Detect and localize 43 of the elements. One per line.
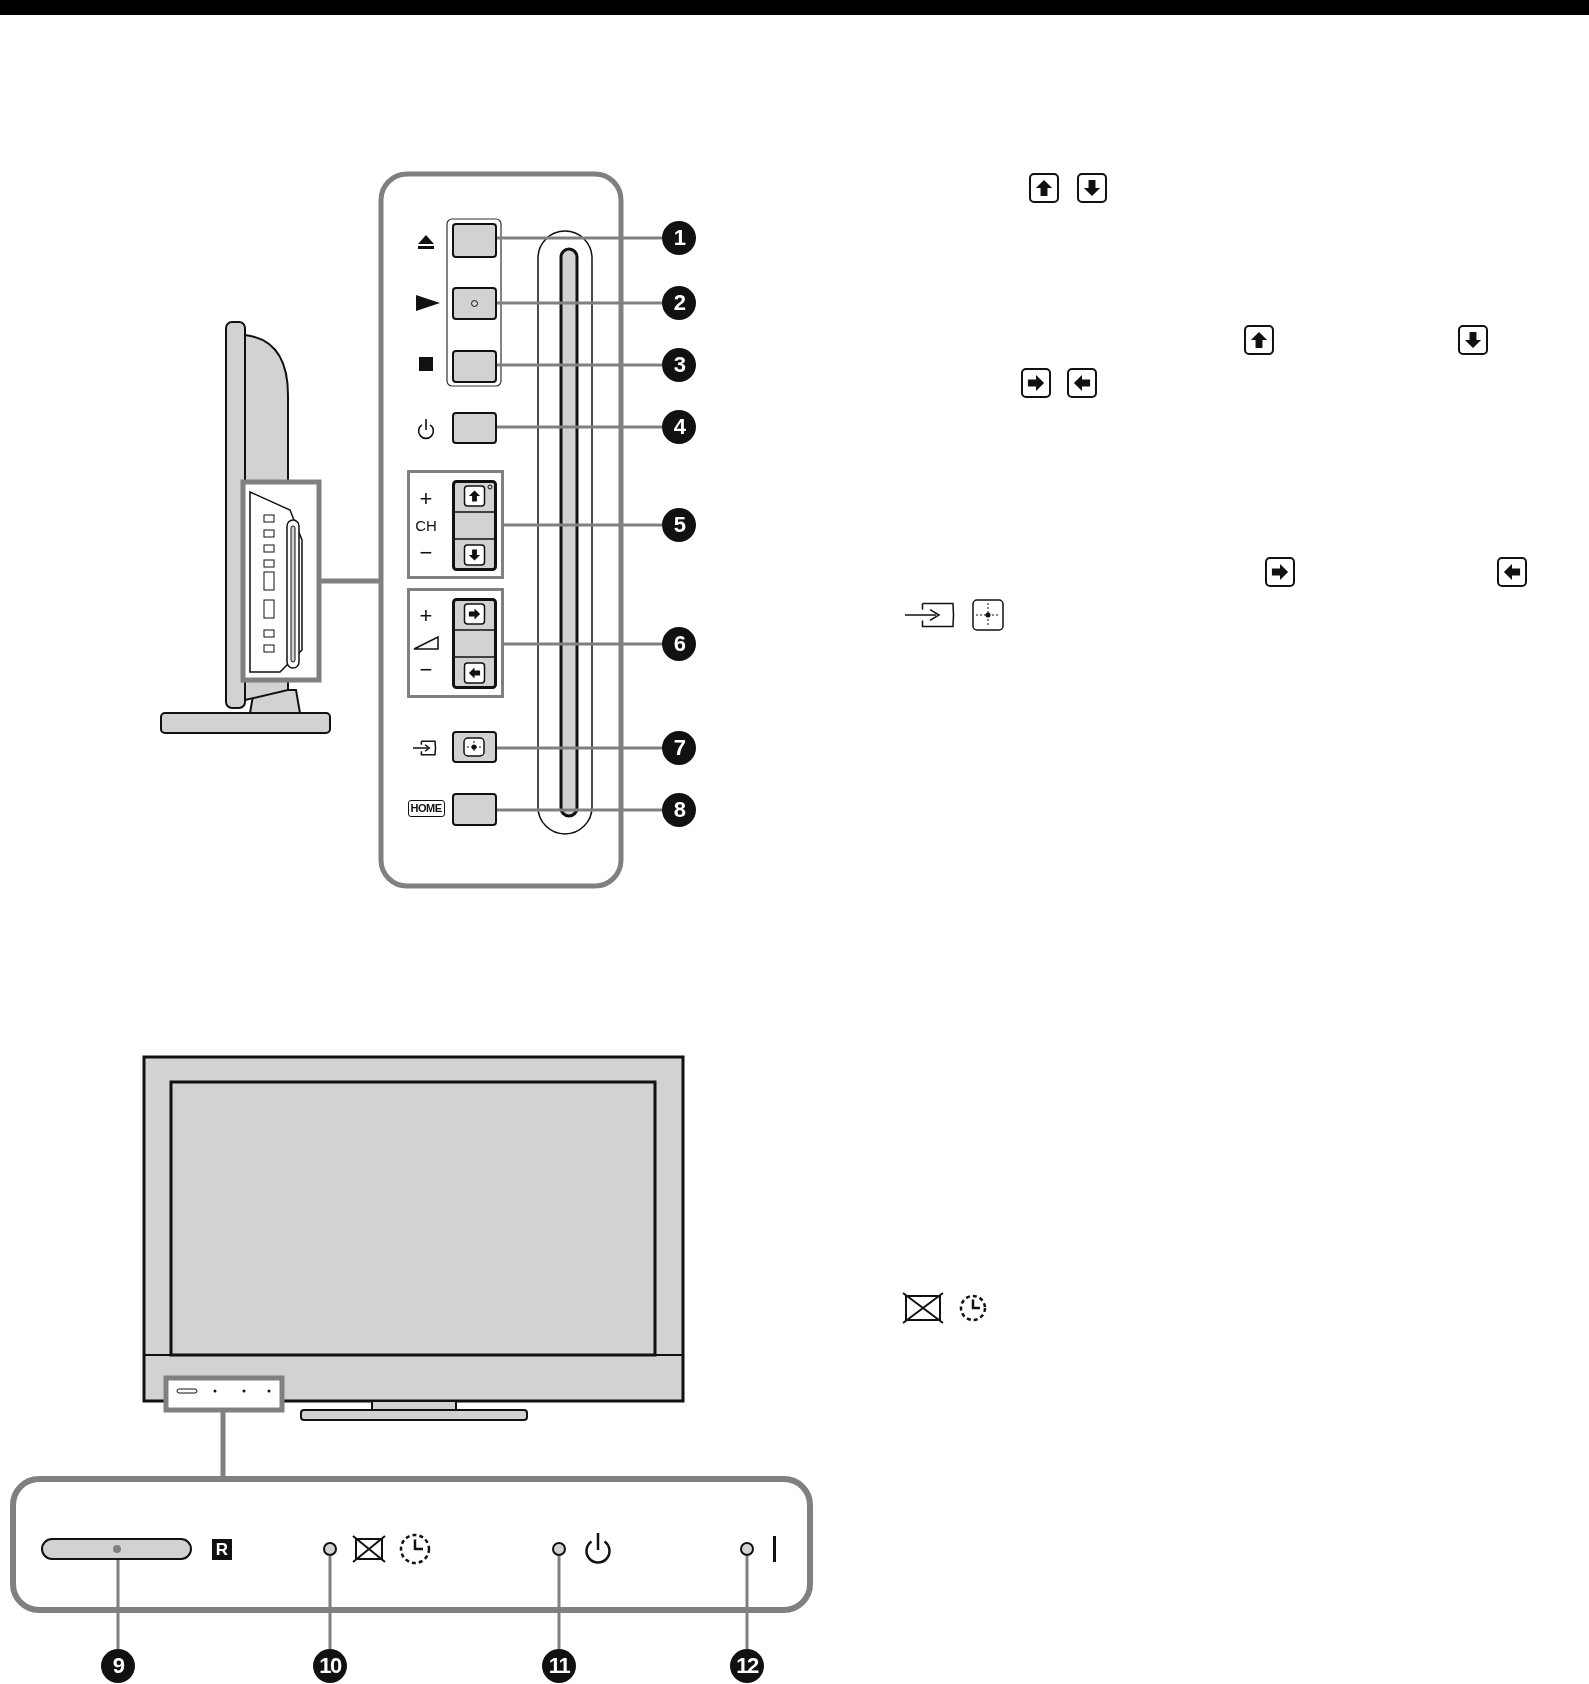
callout-number: 7 (662, 731, 696, 765)
leader-line (745, 1556, 749, 1649)
control-button (452, 223, 497, 258)
control-button (452, 350, 497, 383)
leader-line (328, 1556, 332, 1649)
indicator-led (552, 1542, 566, 1556)
leader-line (504, 642, 662, 646)
callout-number: 8 (662, 793, 696, 827)
plus-sign: + (419, 605, 433, 627)
leader-line (504, 523, 662, 527)
leader-line (497, 301, 662, 305)
minus-sign: − (419, 659, 433, 681)
callout-number: 11 (542, 1649, 576, 1683)
channel-label: CH (415, 517, 437, 533)
leader-line (557, 1556, 561, 1649)
leader-line (497, 236, 662, 240)
callout-number: 12 (730, 1649, 764, 1683)
indicator-led (740, 1542, 754, 1556)
control-button (452, 793, 497, 826)
leader-line (116, 1560, 120, 1649)
indicator-led (323, 1542, 337, 1556)
control-button (452, 412, 497, 444)
callout-number: 10 (313, 1649, 347, 1683)
sensor-bar (41, 1538, 192, 1560)
callout-number: 5 (662, 508, 696, 542)
leader-line (497, 363, 662, 367)
callout-number: 2 (662, 286, 696, 320)
leader-line (497, 425, 662, 429)
callout-number: 6 (662, 627, 696, 661)
home-label: HOME (407, 799, 445, 817)
leader-line (497, 808, 662, 812)
callout-number: 1 (662, 221, 696, 255)
callout-number: 3 (662, 348, 696, 382)
control-button (452, 731, 497, 763)
leader-line (497, 746, 662, 750)
minus-sign: − (419, 542, 433, 564)
control-button (452, 287, 497, 320)
callout-number: 4 (662, 410, 696, 444)
button-group-frame (407, 588, 504, 698)
remote-sensor-mark: R (211, 1538, 233, 1560)
callout-number: 9 (101, 1649, 135, 1683)
button-group-frame (407, 470, 504, 579)
plus-sign: + (419, 488, 433, 510)
